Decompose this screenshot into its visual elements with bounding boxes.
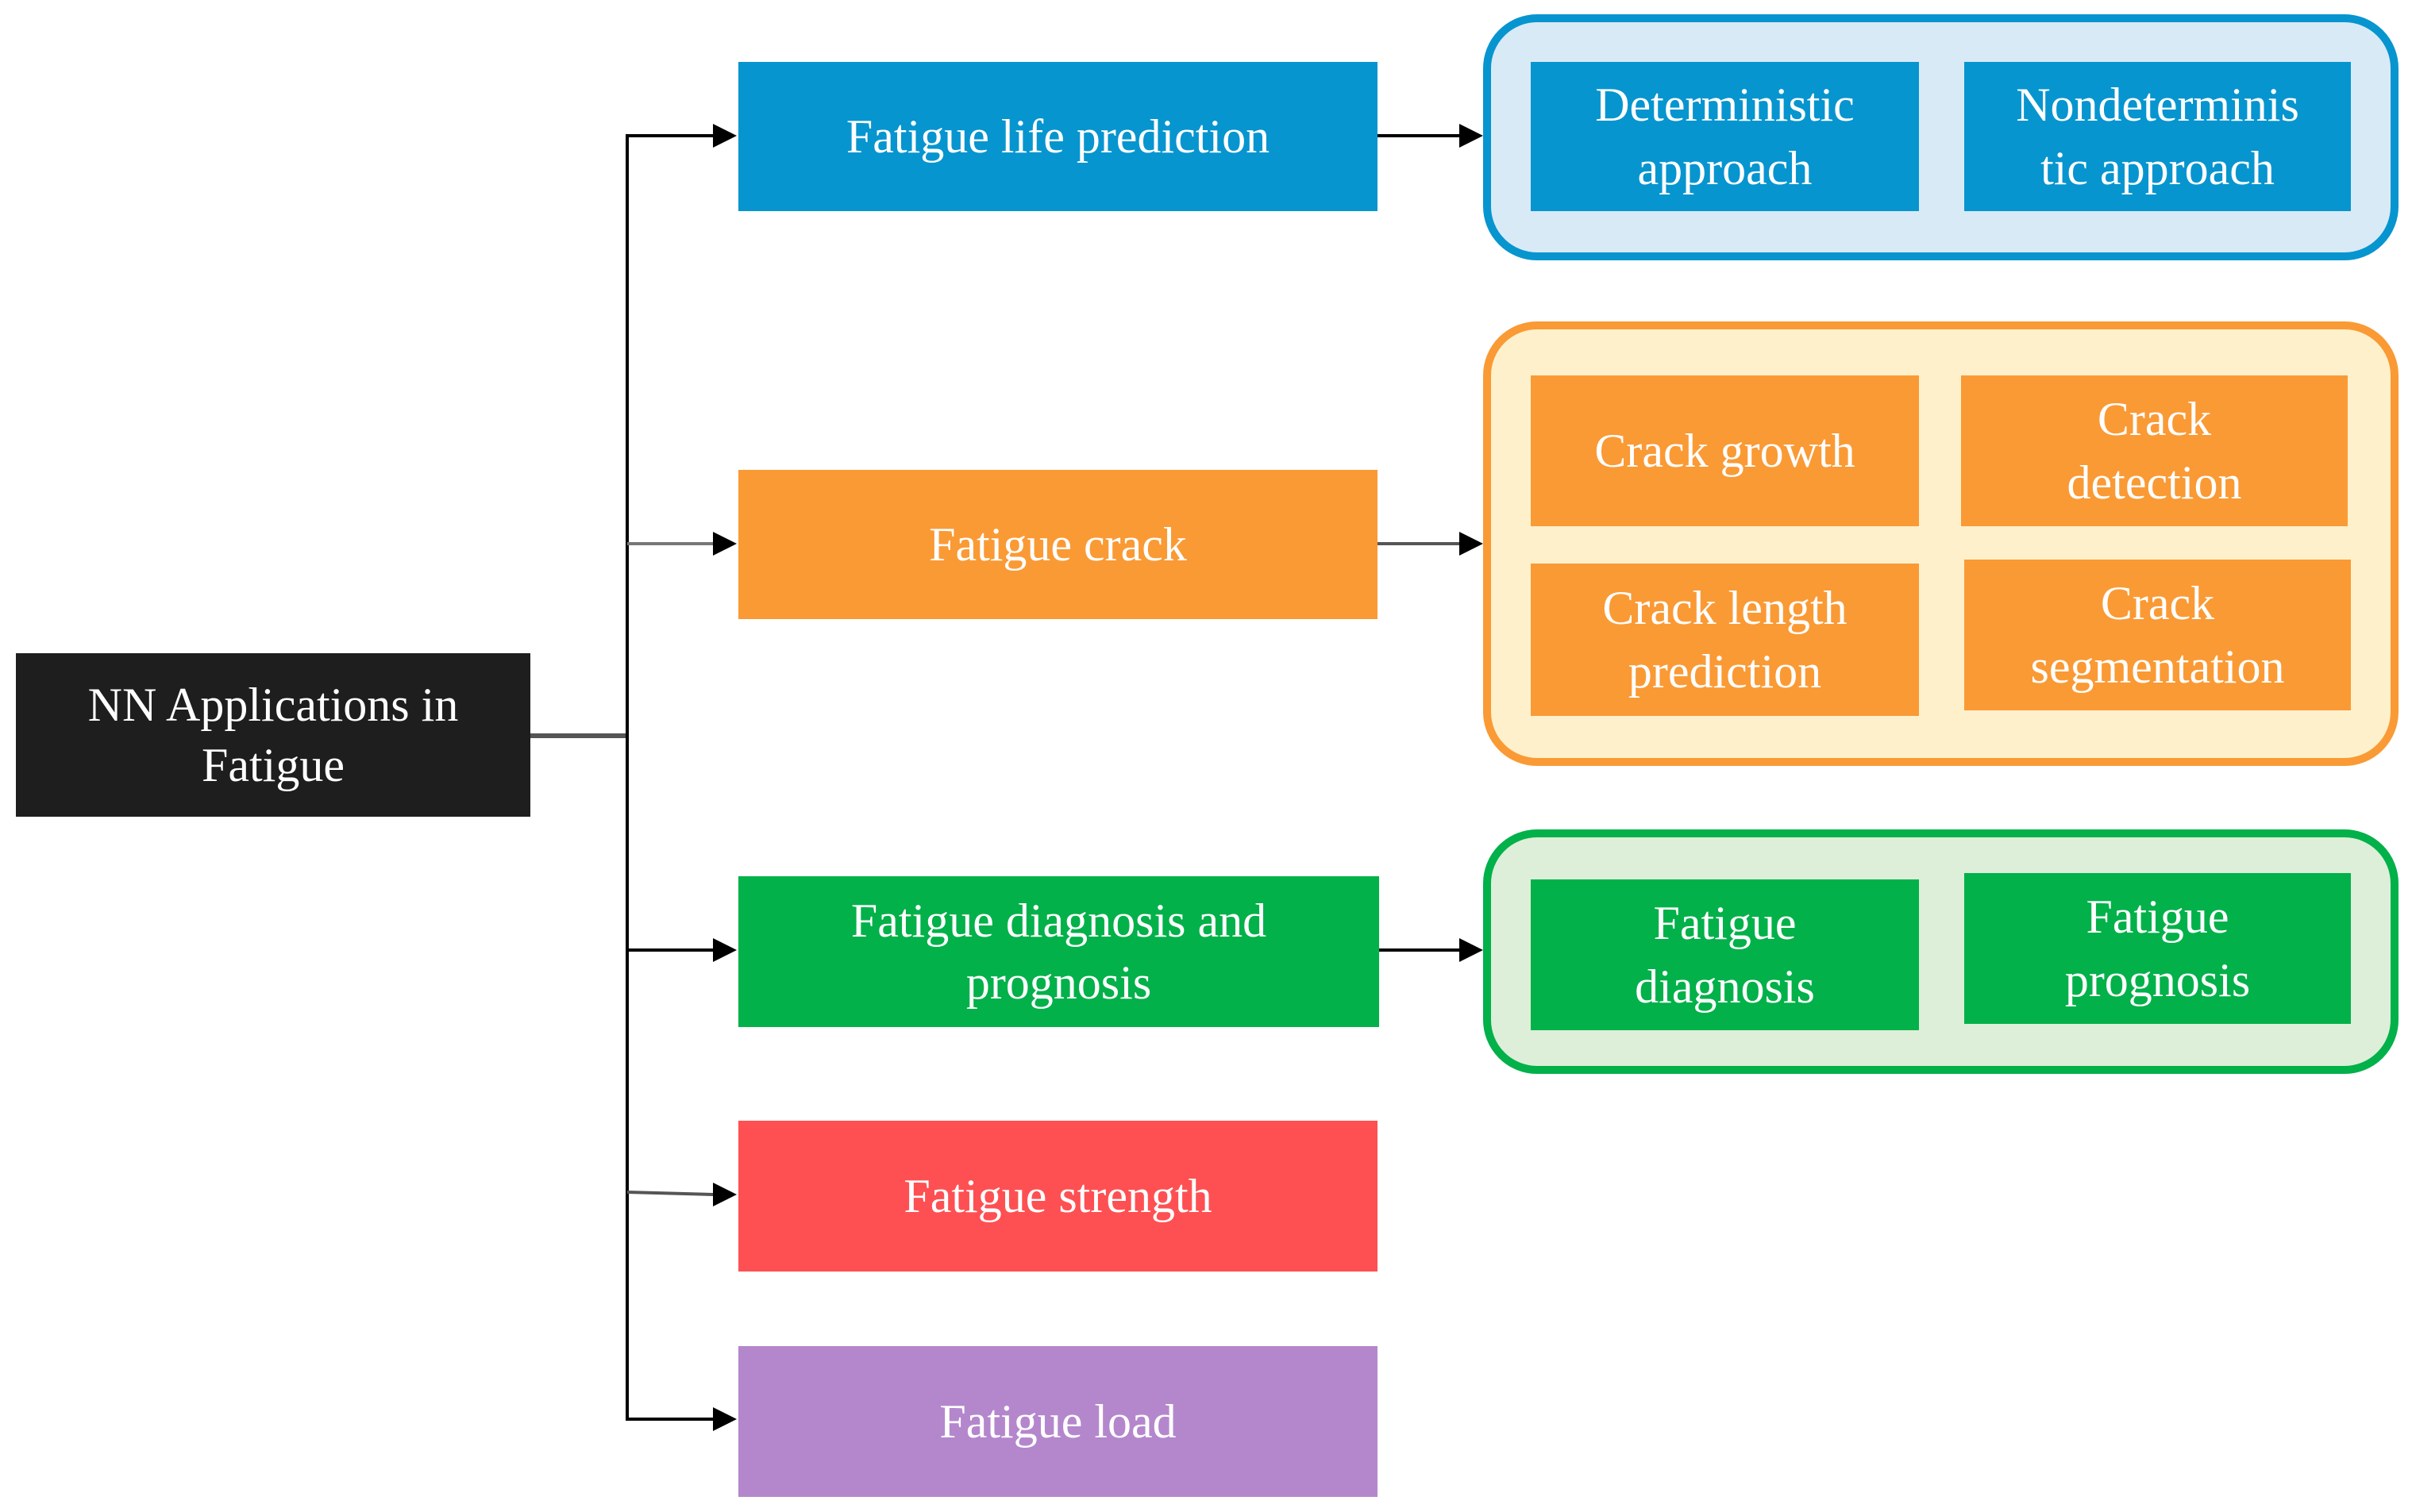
- arrowhead-diagnosis-group: [1459, 938, 1483, 962]
- arrowhead-fatigue-crack: [713, 532, 737, 556]
- leaf-fatigue-prognosis: Fatigue prognosis: [1964, 873, 2351, 1024]
- branch-fatigue-life-prediction: Fatigue life prediction: [738, 62, 1377, 211]
- leaf-crack-detection: Crack detection: [1961, 375, 2348, 526]
- branch-fatigue-load: Fatigue load: [738, 1346, 1377, 1497]
- arrowhead-fatigue-diagnosis: [713, 938, 737, 962]
- leaf-nondeterministic-approach: Nondeterminis tic approach: [1964, 62, 2351, 211]
- leaf-fatigue-diagnosis: Fatigue diagnosis: [1531, 879, 1919, 1030]
- arrow-to-fatigue-strength: [626, 1191, 714, 1196]
- branch-fatigue-diagnosis-and-prognosis: Fatigue diagnosis and prognosis: [738, 876, 1379, 1027]
- leaf-crack-length-prediction: Crack length prediction: [1531, 564, 1919, 716]
- leaf-deterministic-approach: Deterministic approach: [1531, 62, 1919, 211]
- arrowhead-fatigue-load: [713, 1407, 737, 1431]
- arrowhead-fatigue-life-prediction: [713, 124, 737, 148]
- branch-fatigue-strength: Fatigue strength: [738, 1121, 1377, 1272]
- root-node: NN Applications in Fatigue: [16, 653, 530, 817]
- leaf-crack-segmentation: Crack segmentation: [1964, 560, 2351, 710]
- branch-fatigue-crack: Fatigue crack: [738, 470, 1377, 619]
- leaf-crack-growth: Crack growth: [1531, 375, 1919, 526]
- arrowhead-fatigue-strength: [713, 1183, 737, 1206]
- arrowhead-crack-group: [1459, 532, 1483, 556]
- arrowhead-life-group: [1459, 124, 1483, 148]
